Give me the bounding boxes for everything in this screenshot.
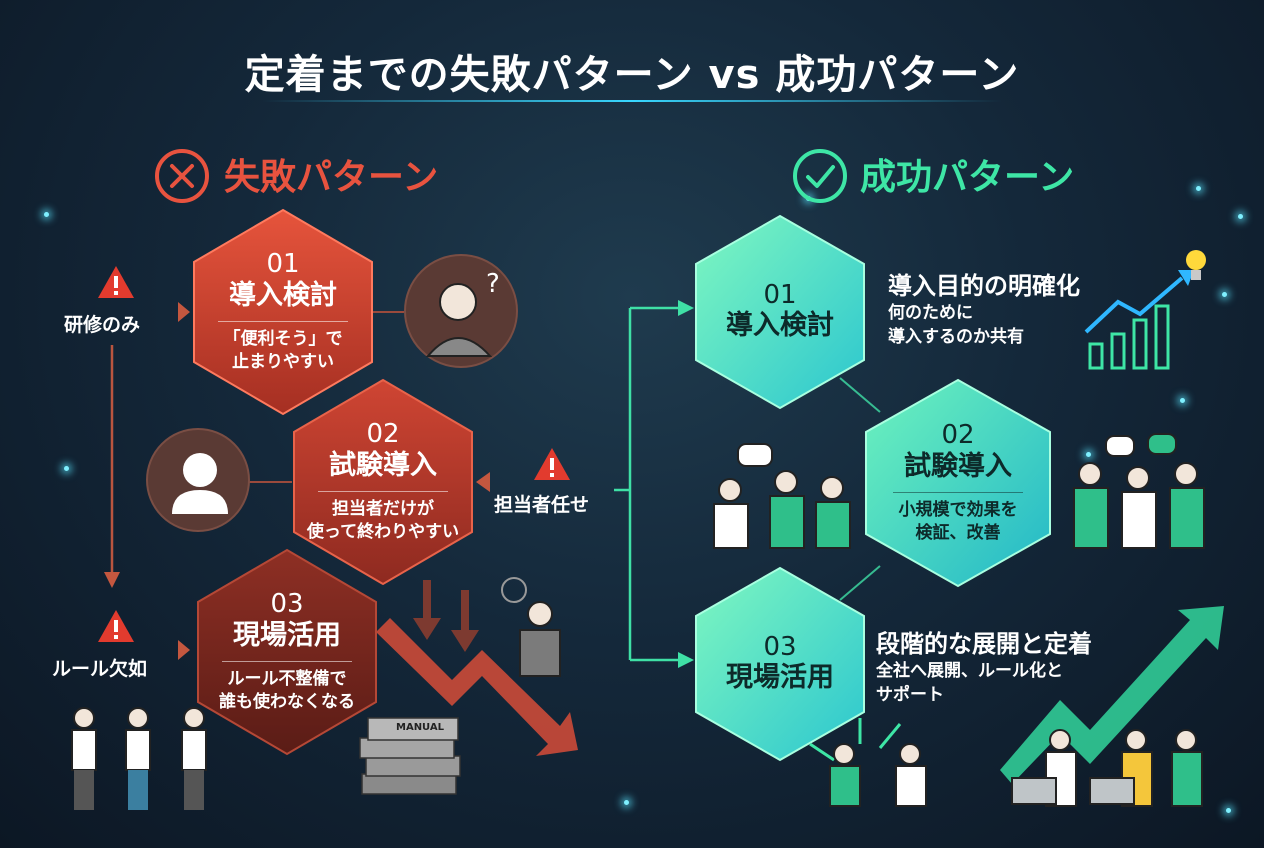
warning-icon [534,448,570,480]
warning-label-no-rules: ルール欠如 [52,658,148,680]
failure-hex-03-shape [197,548,377,756]
failure-hex-02-shape [293,378,473,586]
success-heading: 成功パターン [860,157,1075,198]
divider [222,660,352,662]
step-title: 試験導入 [329,449,437,481]
step-description: 担当者だけが 使って終わりやすい [306,498,460,542]
failure-step-01: 01 導入検討 「便利そう」で 止まりやすい [192,208,374,416]
warning-label-training-only: 研修のみ [64,314,141,336]
divider [218,320,348,322]
step-description: ルール不整備で 誰も使わなくなる [219,668,355,712]
step-title: 試験導入 [904,450,1012,482]
check-circle-icon [793,149,847,203]
step-description: 小規模で効果を 検証、改善 [898,499,1018,543]
team-working-illustration [1011,729,1203,807]
growth-chart-icon [1084,250,1206,370]
person-avatar [146,428,250,532]
step-number: 03 [270,589,304,620]
step-title: 現場活用 [233,619,341,651]
step-description: 「便利そう」で 止まりやすい [223,328,343,372]
success-hex-03-shape [695,566,865,762]
rollout-team-illustration [809,718,927,807]
divider [318,490,448,492]
step-title: 現場活用 [726,662,834,694]
note-description-purpose: 何のために 導入するのか共有 [888,303,1024,347]
stressed-person-illustration [501,577,561,677]
divider [893,491,1023,493]
failure-step-02: 02 試験導入 担当者だけが 使って終わりやすい [292,378,474,586]
svg-text:?: ? [486,269,500,299]
title-underline [262,100,1002,102]
success-step-02: 02 試験導入 小規模で効果を 検証、改善 [864,378,1052,588]
manual-label: MANUAL [396,722,444,733]
note-description-rollout: 全社へ展開、ルール化と サポート [876,661,1063,705]
step-number: 02 [941,420,975,451]
warning-icon [98,266,134,298]
frustrated-people-illustration [71,707,207,810]
confused-person-icon: ? [425,269,500,357]
success-step-01: 01 導入検討 [694,214,866,410]
failure-heading: 失敗パターン [224,157,439,198]
warning-label-delegated: 担当者任せ [494,494,590,516]
step-title: 導入検討 [726,310,834,342]
confused-person-avatar: ? [404,254,518,368]
x-circle-icon [155,149,209,203]
note-heading-rollout: 段階的な展開と定着 [876,630,1092,658]
step-title: 導入検討 [229,279,337,311]
step-number: 03 [763,631,797,662]
success-hex-01-shape [695,214,865,410]
person-silhouette-icon [172,453,228,514]
step-number: 01 [266,249,300,280]
manual-books-icon [359,717,461,795]
page-title: 定着までの失敗パターン vs 成功パターン [244,52,1020,98]
step-number: 02 [366,419,400,450]
step-number: 01 [763,279,797,310]
success-hex-02-shape [865,378,1051,588]
note-heading-purpose: 導入目的の明確化 [888,272,1080,300]
team-discussion-illustration [713,443,851,549]
failure-hex-01-shape [193,208,373,416]
failure-step-03: 03 現場活用 ルール不整備で 誰も使わなくなる [196,548,378,756]
success-step-03: 03 現場活用 [694,566,866,762]
team-review-illustration [1073,433,1205,549]
warning-icon [98,610,134,642]
manual-stack: MANUAL [356,712,466,802]
